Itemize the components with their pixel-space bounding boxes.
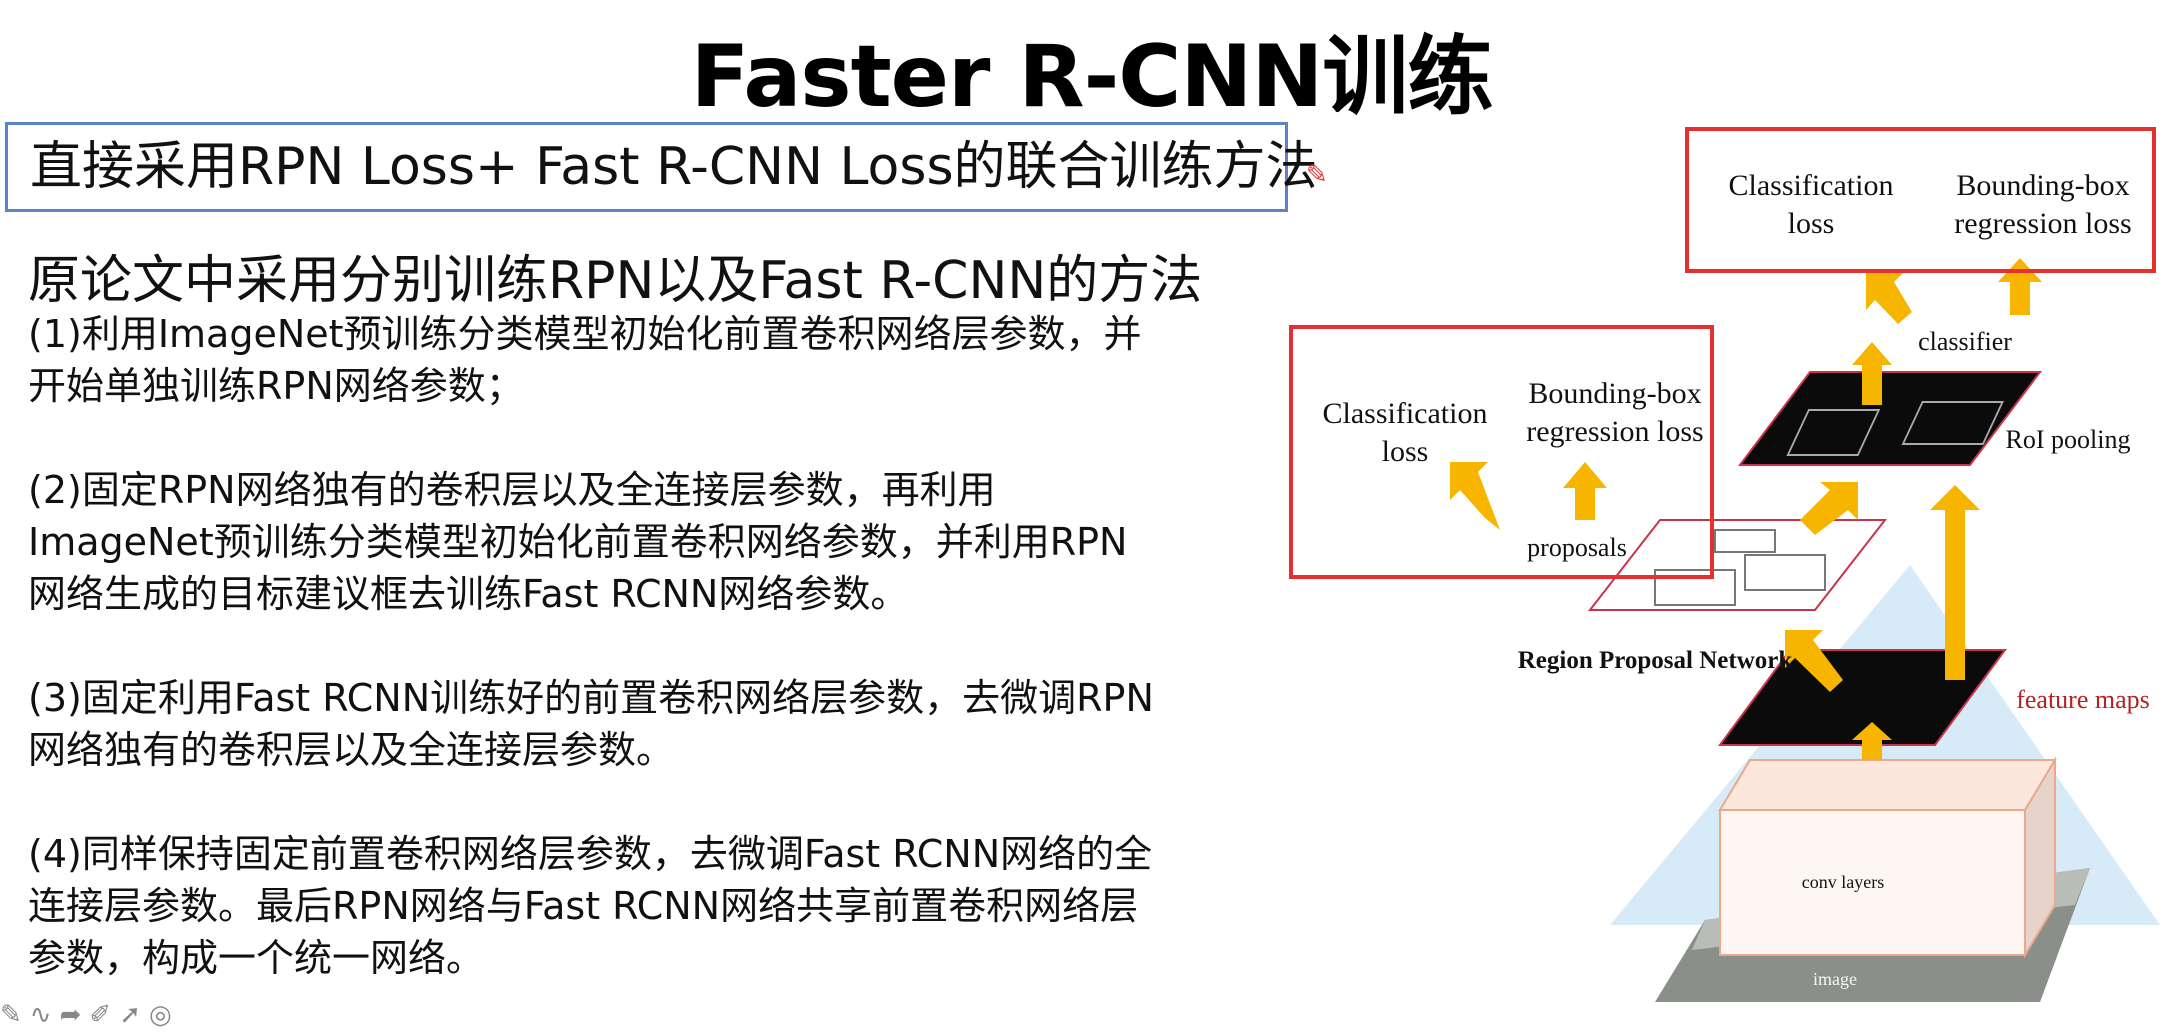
curve-icon[interactable]: ∿	[29, 1000, 60, 1030]
left-classification-loss-line2: loss	[1382, 435, 1429, 468]
step-line: 参数，构成一个统一网络。	[28, 936, 485, 980]
training-steps: (1)利用ImageNet预训练分类模型初始化前置卷积网络层参数，并 开始单独训…	[28, 308, 1288, 1036]
feature-maps-plane	[1718, 649, 2007, 746]
annotation-toolbar[interactable]: ✎∿➦✐➚◎	[0, 1000, 180, 1030]
conv-layers-box-top	[1718, 759, 2057, 811]
fast-rcnn-loss-highlight-box	[1685, 127, 2156, 273]
arrow-up-icon	[1998, 258, 2042, 315]
pointer-icon[interactable]: ➚	[119, 1000, 149, 1030]
proposal-box	[1654, 569, 1736, 606]
arrow-diagonal-icon	[1450, 462, 1500, 530]
step-line: (4)同样保持固定前置卷积网络层参数，去微调Fast RCNN网络的全	[28, 832, 1153, 876]
step-3: (3)固定利用Fast RCNN训练好的前置卷积网络层参数，去微调RPN 网络独…	[28, 672, 1288, 776]
proposal-box	[1744, 554, 1826, 591]
proposal-box	[1714, 529, 1776, 553]
step-4: (4)同样保持固定前置卷积网络层参数，去微调Fast RCNN网络的全 连接层参…	[28, 828, 1288, 984]
step-line: 网络生成的目标建议框去训练Fast RCNN网络参数。	[28, 572, 909, 616]
arrow-up-icon	[1852, 342, 1892, 405]
roi-box	[1786, 409, 1881, 456]
arrow-up-icon	[1930, 485, 1980, 680]
arrow-up-icon	[1852, 722, 1892, 760]
classifier-label: classifier	[1918, 327, 2012, 356]
roi-box	[1901, 401, 2005, 445]
rpn-label: Region Proposal Network	[1518, 647, 1793, 674]
top-bbox-loss-line1: Bounding-box	[1956, 169, 2129, 202]
arrow-up-icon	[1563, 462, 1607, 520]
top-classification-loss-line1: Classification	[1729, 169, 1894, 202]
left-classification-loss-line1: Classification	[1323, 397, 1488, 430]
rpn-loss-highlight-box	[1289, 325, 1714, 579]
step-line: 网络独有的卷积层以及全连接层参数。	[28, 728, 675, 772]
step-2: (2)固定RPN网络独有的卷积层以及全连接层参数，再利用 ImageNet预训练…	[28, 464, 1288, 620]
roi-pooling-label: RoI pooling	[2006, 425, 2131, 454]
top-bbox-loss-line2: regression loss	[1954, 207, 2131, 240]
step-line: (3)固定利用Fast RCNN训练好的前置卷积网络层参数，去微调RPN	[28, 676, 1154, 720]
left-bbox-loss-line1: Bounding-box	[1528, 377, 1701, 410]
joint-training-callout: 直接采用RPN Loss+ Fast R-CNN Loss的联合训练方法	[5, 122, 1318, 212]
pen-cursor-icon: ✎	[1306, 160, 1328, 190]
image-label: image	[1813, 969, 1857, 989]
step-line: 开始单独训练RPN网络参数；	[28, 364, 524, 408]
arrow-diagonal-icon	[1800, 482, 1858, 535]
proposals-plane	[1587, 519, 1888, 611]
arrow-diagonal-icon	[1785, 630, 1843, 692]
step-line: 连接层参数。最后RPN网络与Fast RCNN网络共享前置卷积网络层	[28, 884, 1139, 928]
step-line: (1)利用ImageNet预训练分类模型初始化前置卷积网络层参数，并	[28, 312, 1142, 356]
eraser-icon[interactable]: ✐	[89, 1000, 120, 1030]
step-1: (1)利用ImageNet预训练分类模型初始化前置卷积网络层参数，并 开始单独训…	[28, 308, 1288, 412]
conv-layers-box-front	[1719, 809, 2026, 956]
arrow-icon[interactable]: ➦	[59, 1000, 90, 1030]
step-line: (2)固定RPN网络独有的卷积层以及全连接层参数，再利用	[28, 468, 996, 512]
step-line: ImageNet预训练分类模型初始化前置卷积网络参数，并利用RPN	[28, 520, 1128, 564]
roi-pooling-plane	[1737, 371, 2043, 466]
original-method-heading: 原论文中采用分别训练RPN以及Fast R-CNN的方法	[28, 251, 1203, 311]
left-bbox-loss-line2: regression loss	[1526, 415, 1703, 448]
feature-maps-label: feature maps	[2016, 685, 2150, 714]
pen-icon[interactable]: ✎	[0, 1000, 30, 1030]
top-classification-loss-line2: loss	[1788, 207, 1835, 240]
arrows	[1450, 258, 2042, 760]
conv-layers-label: conv layers	[1802, 872, 1884, 892]
page-title: Faster R-CNN训练	[690, 27, 1494, 127]
target-icon[interactable]: ◎	[148, 1000, 180, 1030]
proposals-label: proposals	[1527, 533, 1627, 562]
arrow-diagonal-icon	[1866, 272, 1912, 324]
